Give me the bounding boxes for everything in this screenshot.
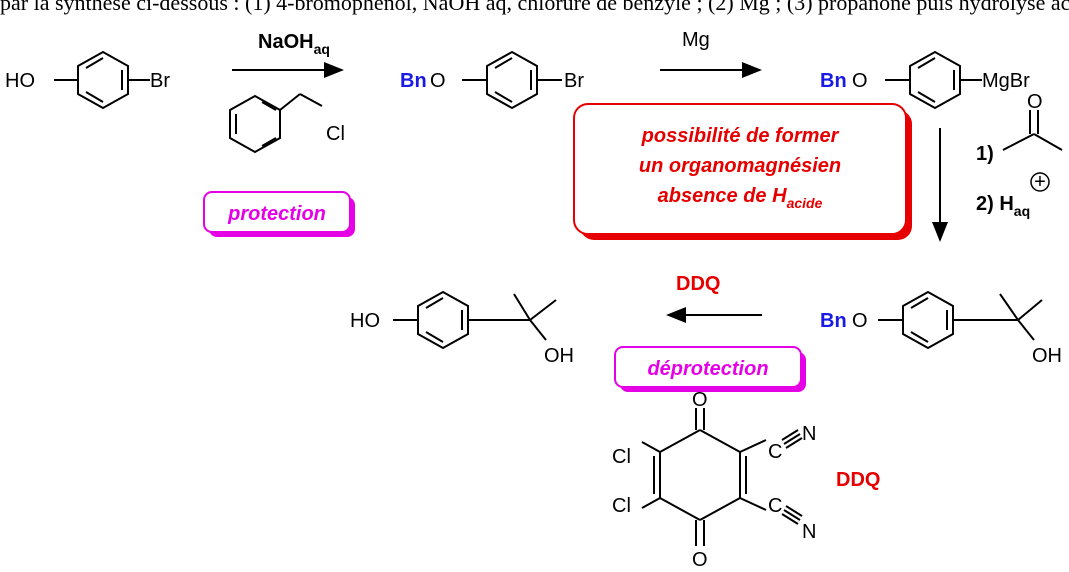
reagent-step1: 1) [976, 143, 994, 165]
ddq-structure: O O Cl Cl C N C N [612, 389, 816, 571]
compound-benzyl-chloride: Cl [229, 93, 345, 154]
atom-o-1: O [430, 70, 446, 92]
atom-bn-3: Bn [820, 310, 847, 332]
atom-cl-benzyl: Cl [326, 123, 345, 145]
compound-grignard: Bn O MgBr [820, 50, 1030, 110]
atom-o-acetone: O [1027, 91, 1043, 113]
atom-mgbr: MgBr [982, 70, 1030, 92]
atom-c-cn-2: C [768, 495, 782, 517]
note-line2: un organomagnésien [639, 155, 841, 177]
header-text: par la synthèse ci-dessous : (1) 4-bromo… [0, 0, 1069, 15]
cation-charge-icon: + [1030, 171, 1050, 193]
atom-cl-ddq-1: Cl [612, 446, 631, 468]
reagent-step2: 2) Haq [976, 193, 1030, 219]
grignard-note-box: possibilité de former un organomagnésien… [573, 103, 912, 240]
svg-text:+: + [1034, 171, 1046, 193]
compound-bno-bromobenzene: Bn O Br [400, 50, 584, 110]
compound-bno-alcohol: Bn O OH [820, 290, 1062, 367]
atom-n-cn-1: N [802, 423, 816, 445]
reagent-mg: Mg [682, 29, 710, 51]
acetone-structure: O [1002, 91, 1063, 151]
deprotection-label-box: déprotection [614, 346, 806, 392]
protection-label: protection [227, 203, 326, 225]
ddq-name-label: DDQ [836, 469, 880, 491]
atom-o-3: O [852, 310, 868, 332]
atom-br-2: Br [564, 70, 584, 92]
atom-bn-1: Bn [400, 70, 427, 92]
compound-bromophenol: HO Br [5, 50, 170, 110]
atom-cl-ddq-2: Cl [612, 495, 631, 517]
compound-final-product: HO OH [350, 290, 574, 367]
reagent-naoh: NaOHaq [258, 31, 330, 57]
atom-o-ddq-bottom: O [692, 549, 708, 571]
atom-ho-2: HO [350, 310, 380, 332]
atom-c-cn-1: C [768, 441, 782, 463]
atom-bn-2: Bn [820, 70, 847, 92]
atom-n-cn-2: N [802, 521, 816, 543]
reagent-ddq: DDQ [676, 273, 720, 295]
note-line3: absence de Hacide [658, 185, 823, 211]
atom-oh-2: OH [544, 345, 574, 367]
atom-br: Br [150, 70, 170, 92]
atom-oh-1: OH [1032, 345, 1062, 367]
atom-o-ddq-top: O [692, 389, 708, 411]
atom-o-2: O [852, 70, 868, 92]
note-line1: possibilité de former [641, 125, 840, 147]
protection-label-box: protection [203, 191, 355, 237]
atom-ho: HO [5, 70, 35, 92]
deprotection-label: déprotection [647, 358, 768, 380]
